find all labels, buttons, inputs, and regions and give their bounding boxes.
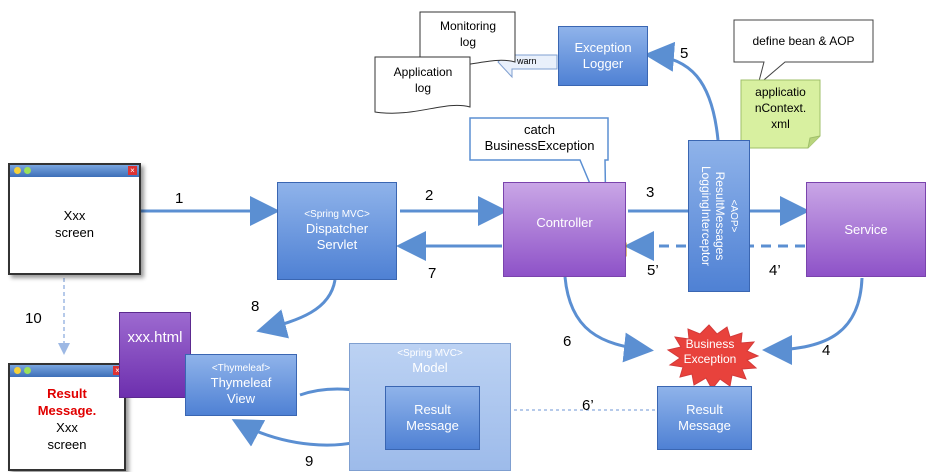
window-line2: screen [54,225,95,240]
aop-callout-shape [733,19,874,87]
step-5: 5 [680,45,689,62]
service-box: Service [806,182,926,277]
controller-label: Controller [536,215,593,230]
dispatcher-line1: Dispatcher [305,221,369,236]
dispatcher-line2: Servlet [316,237,358,252]
result-line3: Xxx [56,420,78,435]
logging-interceptor-box: <AOP> ResultMessages LoggingInterceptor [688,140,750,292]
service-label: Service [844,222,888,237]
business-exception-line2: Exception [683,352,737,366]
result-line2: Message. [37,403,97,418]
catch-callout-line1: catch [523,122,556,137]
dispatcher-tag: <Spring MVC> [304,209,370,220]
business-exception-burst [666,324,760,390]
step-4: 4 [822,342,831,359]
aop-callout-text: define bean & AOP [752,34,855,48]
controller-box: Controller [503,182,626,277]
step-4-prime: 4’ [769,262,781,279]
exception-logger-box: Exception Logger [558,26,648,86]
step-6: 6 [563,333,572,350]
result-message-model-line2: Message [406,418,459,433]
thymeleaf-line2: View [227,391,255,406]
monitoring-log-text: Monitoring log [422,18,514,50]
step-1: 1 [175,190,184,207]
app-context-text: applicatio nContext. xml [741,84,820,132]
close-icon[interactable]: × [113,366,122,375]
monitoring-log-line2: log [459,35,476,49]
exception-logger-line1: Exception [574,40,632,55]
model-tag: <Spring MVC> [397,348,463,359]
result-line4: screen [47,437,87,452]
warn-label: warn [517,56,537,66]
step-9: 9 [305,453,314,470]
xxx-html-label: xxx.html [127,329,183,346]
application-log-shape [374,56,471,114]
interceptor-tag: <AOP> [728,199,739,233]
catch-callout-line2: BusinessException [484,138,595,153]
thymeleaf-tag: <Thymeleaf> [211,363,271,374]
step-10: 10 [25,310,42,327]
interceptor-line2: LoggingInterceptor [699,165,713,267]
app-context-line3: xml [771,117,790,131]
dispatcher-servlet-box: <Spring MVC> Dispatcher Servlet [277,182,397,280]
result-message-line1: Result [686,402,723,417]
application-log-line2: log [414,81,431,95]
step-2: 2 [425,187,434,204]
screen-window: × Xxx screen [8,163,141,275]
step-5-prime: 5’ [647,262,659,279]
result-message-model-line1: Result [414,402,451,417]
model-label: Model [412,360,448,375]
step-8: 8 [251,298,260,315]
app-context-line1: applicatio [755,85,806,99]
interceptor-line1: ResultMessages [713,171,727,261]
application-log-line1: Application [393,65,453,79]
thymeleaf-line1: Thymeleaf [210,375,272,390]
result-line1: Result [47,386,87,401]
result-screen-window: × Result Message. Xxx screen [8,363,126,471]
window-titlebar: × [10,165,139,177]
catch-callout-text: catch BusinessException [472,122,607,154]
result-message-box: Result Message [657,386,752,450]
step-6-prime: 6’ [582,397,594,414]
result-message-line2: Message [678,418,731,433]
arrow-6 [563,276,654,363]
window-titlebar: × [10,365,124,377]
arrow-5 [644,41,720,141]
thymeleaf-view-box: <Thymeleaf> Thymeleaf View [185,354,297,416]
step-3: 3 [646,184,655,201]
arrow-8 [256,279,337,339]
close-icon[interactable]: × [128,166,137,175]
arrow-4 [762,277,864,365]
window-line1: Xxx [63,208,86,223]
business-exception-line1: Business [685,337,735,351]
result-message-model-box: Result Message [385,386,480,450]
app-context-line2: nContext. [754,101,807,115]
exception-logger-line2: Logger [582,56,624,71]
monitoring-log-line1: Monitoring [439,19,497,33]
application-log-text: Application log [377,64,469,96]
step-7: 7 [428,265,437,282]
business-exception-label: Business Exception [670,337,750,367]
xxx-html-document: xxx.html [119,312,191,398]
